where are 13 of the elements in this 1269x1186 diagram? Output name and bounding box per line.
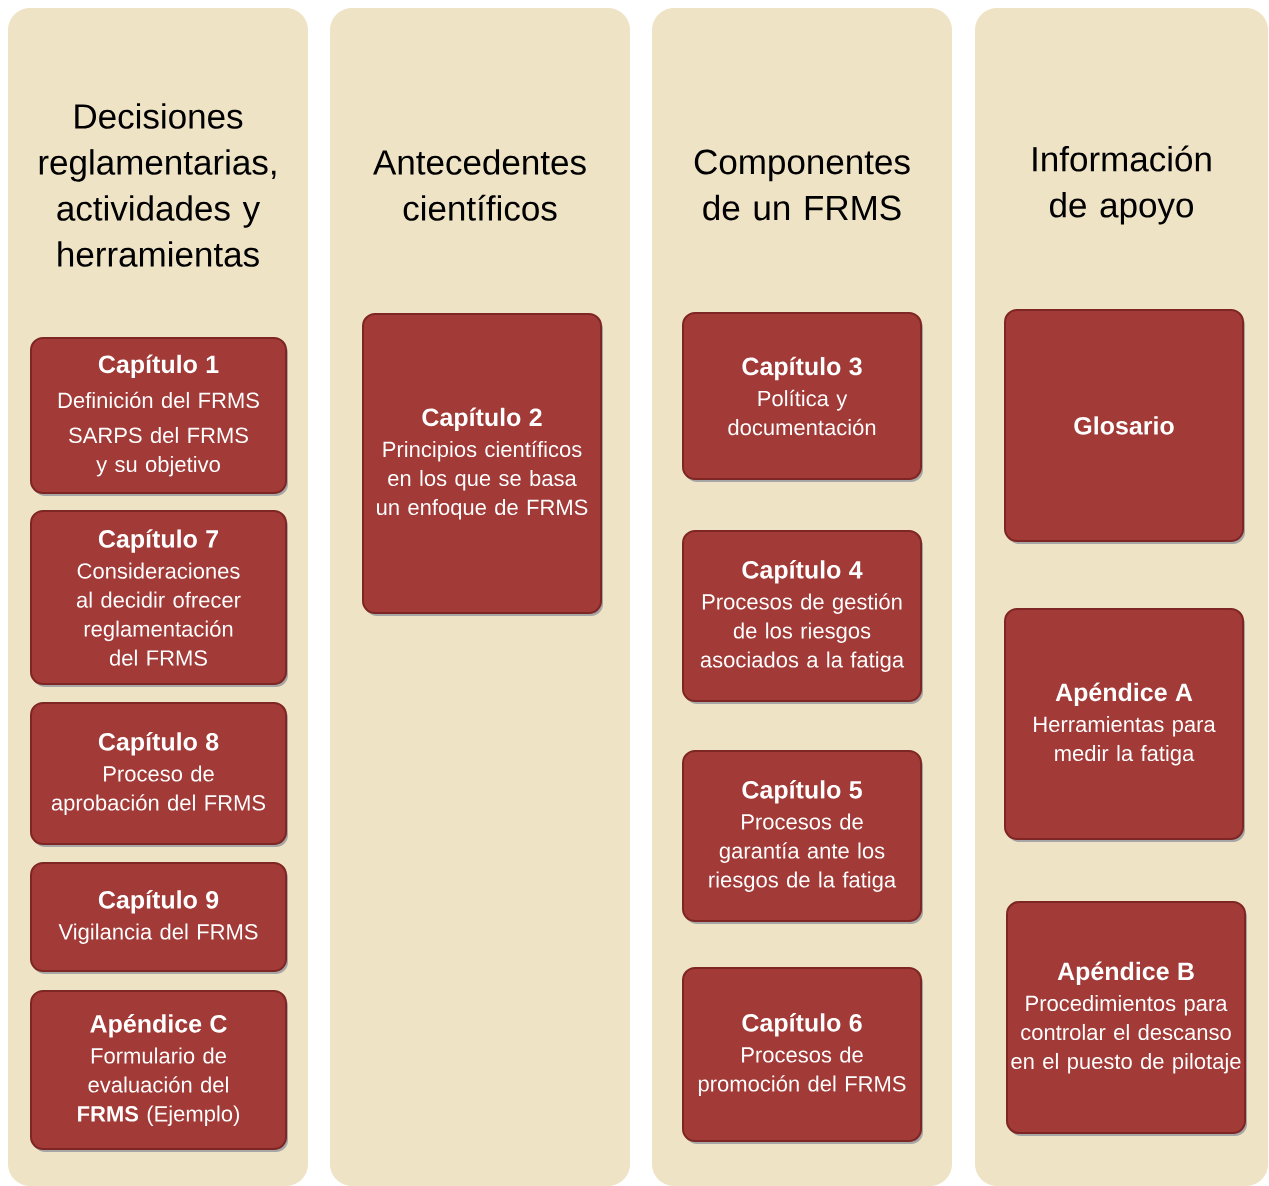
chapter-box: Capítulo 7 Consideraciones al decidir ofrecer reglamentación del FRMS [30,510,288,687]
chapter-box: Capítulo 8 Proceso de aprobación del FRMS [30,702,288,847]
chapter-box: Capítulo 9 Vigilancia del FRMS [30,862,288,974]
chapter-box: Capítulo 2 Principios científicos en los que se basa un enfoque de FRMS [362,313,603,616]
chapter-box: Capítulo 1 Definición del FRMS SARPS del FRMS y su objetivo [30,337,288,496]
chapter-box: Capítulo 4 Procesos de gestión de los riesgos asociados a la fatiga [682,530,923,704]
chapter-box: Apéndice B Procedimientos para controlar el descanso en el puesto de pilotaje [1006,901,1247,1136]
chapter-box: Apéndice C Formulario de evaluación del FRMS (Ejemplo) [30,990,288,1152]
chapter-box: Capítulo 3 Política y documentación [682,312,923,482]
chapter-box: Glosario [1004,309,1245,544]
chapter-box: Capítulo 6 Procesos de promoción del FRMS [682,967,923,1144]
chapter-box: Capítulo 5 Procesos de garantía ante los riesgos de la fatiga [682,750,923,924]
chapter-box: Apéndice A Herramientas para medir la fatiga [1004,608,1245,842]
